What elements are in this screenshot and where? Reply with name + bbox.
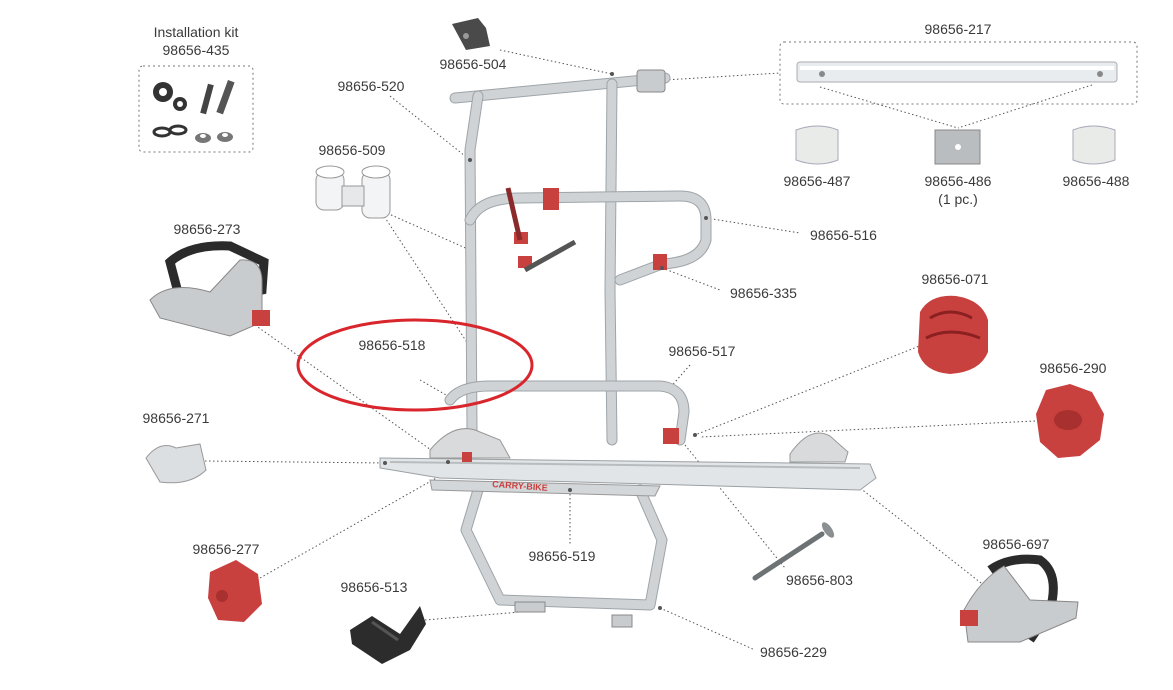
label-273: 98656-273: [174, 221, 241, 237]
chain-icon: [152, 124, 188, 138]
installation-kit: Installation kit 98656-435: [138, 24, 254, 153]
label-271: 98656-271: [143, 410, 210, 426]
label-513: 98656-513: [341, 579, 408, 595]
bike-rack-frame: CARRY-BIKE: [379, 69, 877, 628]
label-217: 98656-217: [925, 21, 992, 37]
label-290: 98656-290: [1040, 360, 1107, 376]
screw-icon: [200, 79, 235, 115]
wheel-holder-273: [149, 241, 270, 337]
gear-icon: [153, 82, 187, 111]
star-knob-290: [1036, 384, 1104, 458]
holder-513: [350, 606, 426, 664]
clip-271: [145, 443, 207, 484]
kit-number: 98656-435: [163, 42, 230, 58]
label-697: 98656-697: [983, 536, 1050, 552]
label-486: 98656-486: [925, 173, 992, 189]
label-229: 98656-229: [760, 644, 827, 660]
end-cap-487: [795, 125, 839, 165]
kit-title: Installation kit: [154, 24, 239, 40]
plate-486: [934, 129, 981, 165]
knob-277: [208, 560, 262, 622]
bolt-803: [752, 522, 835, 581]
label-335: 98656-335: [730, 285, 797, 301]
nut-icon: [195, 132, 233, 143]
label-486-note: (1 pc.): [938, 191, 978, 207]
end-cap-488: [1072, 125, 1116, 165]
label-277: 98656-277: [193, 541, 260, 557]
label-488: 98656-488: [1063, 173, 1130, 189]
tube-clamp-509: [315, 165, 391, 219]
ratchet-knob-071: [918, 295, 988, 374]
rail-group-217: 98656-217: [779, 21, 1138, 105]
leader-dots: [383, 72, 708, 610]
label-487: 98656-487: [784, 173, 851, 189]
label-517: 98656-517: [669, 343, 736, 359]
label-504: 98656-504: [440, 56, 507, 72]
label-071: 98656-071: [922, 271, 989, 287]
label-803: 98656-803: [786, 572, 853, 588]
label-519: 98656-519: [529, 548, 596, 564]
carry-bike-logo: CARRY-BIKE: [492, 479, 548, 493]
highlight-ellipse: [296, 318, 534, 412]
mounting-rail: [796, 61, 1118, 83]
label-520: 98656-520: [338, 78, 405, 94]
label-518: 98656-518: [359, 337, 426, 353]
kit-box: [138, 65, 254, 153]
bracket-504: [452, 18, 490, 50]
label-516: 98656-516: [810, 227, 877, 243]
label-509: 98656-509: [319, 142, 386, 158]
wheel-holder-697: [960, 554, 1079, 643]
